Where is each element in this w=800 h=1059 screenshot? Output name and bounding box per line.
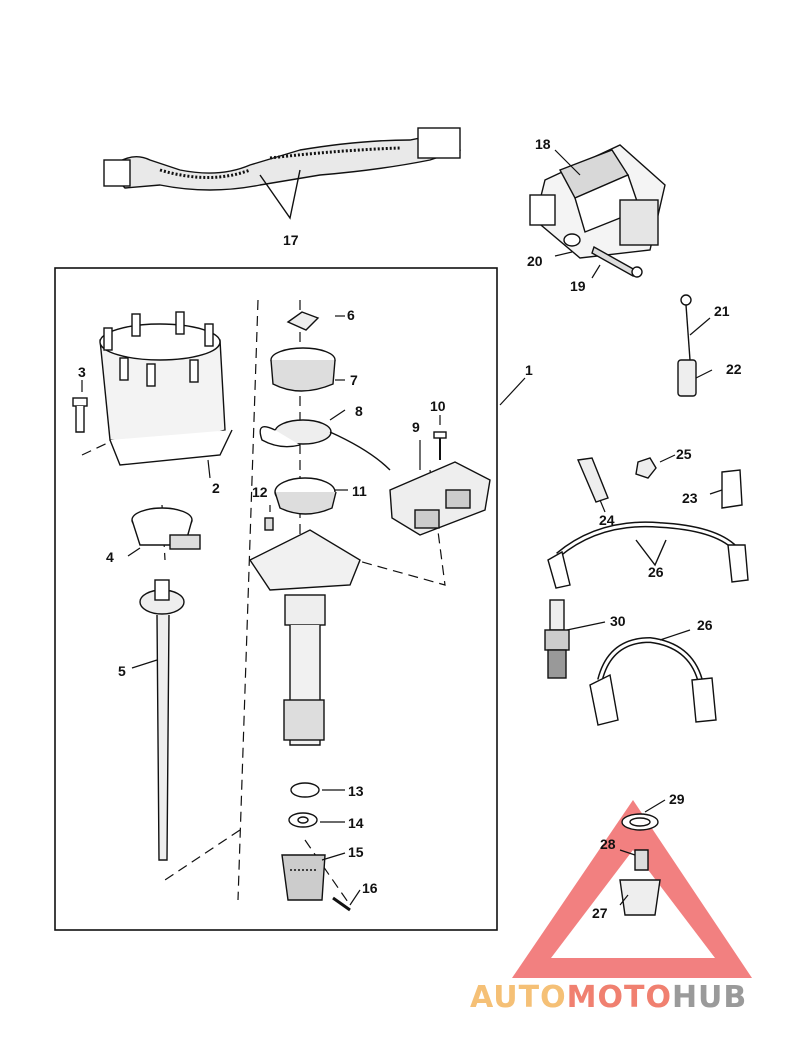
callout-23: 23	[682, 490, 698, 506]
watermark-moto: MOTO	[567, 980, 672, 1015]
callout-3: 3	[78, 364, 86, 380]
callout-2: 2	[212, 480, 220, 496]
ignition-coil	[529, 144, 666, 259]
callout-26-upper: 26	[648, 564, 664, 580]
callout-29: 29	[669, 791, 685, 807]
spark-plug	[544, 599, 570, 679]
pickup-assembly	[259, 311, 391, 471]
watermark-hub: HUB	[672, 980, 747, 1015]
rotor	[131, 507, 201, 550]
watermark-auto: AUTO	[470, 980, 567, 1015]
callout-17: 17	[283, 232, 299, 248]
retainer-and-pin	[264, 477, 337, 531]
coil-bolt-washer	[563, 233, 643, 278]
callout-26-lower: 26	[697, 617, 713, 633]
callout-21: 21	[714, 303, 730, 319]
callout-15: 15	[348, 844, 364, 860]
callout-22: 22	[726, 361, 742, 377]
callout-10: 10	[430, 398, 446, 414]
harness-wire	[103, 127, 462, 220]
distributor-cap	[99, 311, 233, 466]
leader-lines	[81, 149, 723, 906]
watermark-logo: AUTOMOTOHUB	[470, 980, 747, 1015]
callout-27: 27	[592, 905, 608, 921]
callout-16: 16	[362, 880, 378, 896]
callout-labels: 1 2 3 4 5 6 7 8 9 10 11 12 13 14 15 16 1…	[78, 136, 742, 921]
spark-plug-wire-lower	[589, 636, 717, 726]
callout-6: 6	[347, 307, 355, 323]
callout-24: 24	[599, 512, 615, 528]
callout-9: 9	[412, 419, 420, 435]
callout-28: 28	[600, 836, 616, 852]
callout-13: 13	[348, 783, 364, 799]
callout-14: 14	[348, 815, 364, 831]
callout-7: 7	[350, 372, 358, 388]
callout-5: 5	[118, 663, 126, 679]
callout-11: 11	[352, 483, 367, 499]
callout-1: 1	[525, 362, 533, 378]
bracket-parts	[619, 813, 661, 916]
drive-shaft	[139, 579, 185, 861]
callout-8: 8	[355, 403, 363, 419]
callout-4: 4	[106, 549, 114, 565]
callout-19: 19	[570, 278, 586, 294]
callout-12: 12	[252, 484, 268, 500]
gear-stack	[281, 782, 351, 912]
distributor-housing	[248, 529, 361, 746]
assembly-frame	[54, 267, 498, 931]
wire-separators	[576, 457, 743, 509]
callout-18: 18	[535, 136, 551, 152]
callout-20: 20	[527, 253, 543, 269]
ignition-module	[389, 431, 491, 536]
wire-clip	[677, 294, 697, 397]
spark-plug-wire-upper	[547, 521, 749, 589]
cap-screw	[72, 397, 88, 433]
callout-25: 25	[676, 446, 692, 462]
callout-30: 30	[610, 613, 626, 629]
